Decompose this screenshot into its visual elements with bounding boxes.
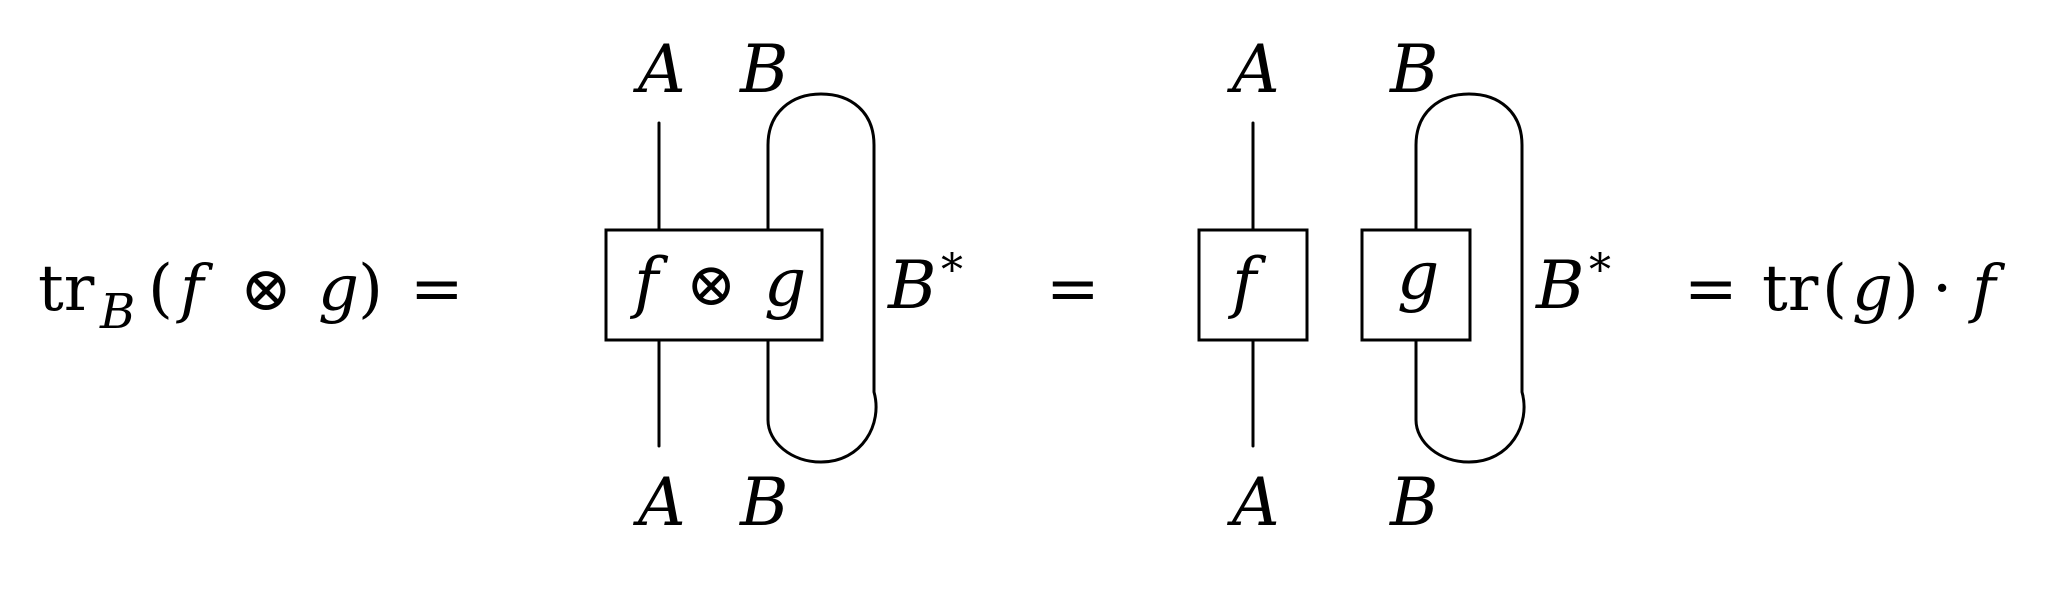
d2-trace-loop bbox=[1414, 92, 1526, 464]
equals-2: = bbox=[1046, 252, 1100, 326]
d2-dual-star: * bbox=[1589, 245, 1611, 296]
rhs-f: f bbox=[1968, 252, 2006, 326]
d1-box-g: g bbox=[764, 244, 806, 321]
lhs-right-paren: ) bbox=[358, 252, 383, 326]
equals-3: = bbox=[1684, 252, 1738, 326]
diagram-1: A B f ⊗ g B * A B bbox=[604, 31, 963, 541]
d2-top-label-a: A bbox=[1226, 31, 1280, 108]
d2-box-g bbox=[1360, 228, 1472, 342]
d2-top-label-b: B bbox=[1389, 31, 1439, 108]
d2-box-f bbox=[1197, 228, 1309, 342]
d1-top-label-a: A bbox=[632, 31, 686, 108]
rhs-g: g bbox=[1852, 252, 1893, 326]
diagram-2: A B f g B * A B bbox=[1197, 31, 1611, 541]
trace-operator: tr bbox=[38, 252, 95, 326]
rhs-right-paren: ) bbox=[1894, 252, 1919, 326]
rhs-trace-operator: tr bbox=[1762, 252, 1819, 326]
rhs-left-paren: ( bbox=[1822, 252, 1847, 326]
trace-subscript: B bbox=[99, 284, 135, 340]
lhs-left-paren: ( bbox=[148, 252, 173, 326]
d2-box-g-label: g bbox=[1397, 237, 1439, 314]
lhs-f: f bbox=[176, 252, 214, 326]
rhs-dot: · bbox=[1932, 252, 1952, 326]
d1-top-label-b: B bbox=[739, 31, 789, 108]
d2-dual-label: B bbox=[1535, 247, 1585, 324]
lhs-tensor: ⊗ bbox=[240, 252, 292, 325]
d2-bottom-label-b: B bbox=[1389, 464, 1439, 541]
rhs-expression: = tr ( g ) · f bbox=[1684, 252, 2006, 326]
d1-bottom-label-b: B bbox=[739, 464, 789, 541]
d1-dual-star: * bbox=[941, 245, 963, 296]
equals-1: = bbox=[410, 252, 464, 326]
lhs-expression: tr B ( f ⊗ g ) = bbox=[38, 252, 464, 340]
lhs-g: g bbox=[318, 252, 359, 326]
d1-box-f-tensor-g bbox=[604, 228, 824, 342]
d1-bottom-label-a: A bbox=[632, 464, 686, 541]
d1-box-tensor: ⊗ bbox=[686, 250, 736, 320]
d2-bottom-label-a: A bbox=[1226, 464, 1280, 541]
d1-dual-label: B bbox=[887, 247, 937, 324]
d1-trace-loop bbox=[766, 92, 878, 464]
